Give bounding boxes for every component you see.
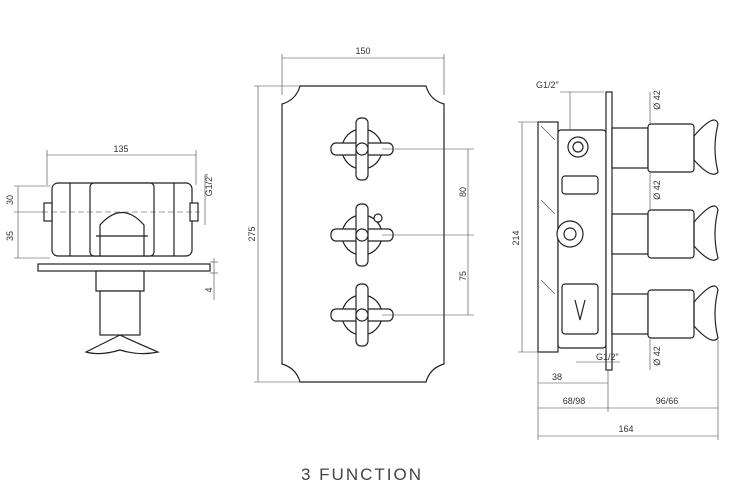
- front-spacing-lower: 75: [458, 271, 468, 281]
- front-spacing-upper: 80: [458, 187, 468, 197]
- handle-bottom: [330, 283, 394, 347]
- section-dim-left: 68/98: [563, 396, 586, 406]
- side-dim-35: 35: [5, 231, 15, 241]
- section-cartridge-bottom: [611, 285, 719, 341]
- side-width-dim: 135: [113, 144, 128, 154]
- front-width-dim: 150: [355, 46, 370, 56]
- dia-label-middle: Ø 42: [652, 180, 662, 200]
- handle-top: [330, 117, 394, 181]
- dia-label-bottom: Ø 42: [652, 346, 662, 366]
- front-height-dim: 275: [247, 226, 257, 241]
- section-thread-bottom: G1/2": [596, 352, 619, 362]
- section-plate: [605, 91, 613, 371]
- section-depth-dim: 38: [552, 372, 562, 382]
- section-height-dim: 214: [511, 230, 521, 245]
- drawing-title: 3 FUNCTION: [301, 465, 423, 484]
- side-thread-label: G1/2": [204, 174, 214, 197]
- side-dim-30: 30: [5, 195, 15, 205]
- dia-label-top: Ø 42: [652, 90, 662, 110]
- side-plate-dim: 4: [204, 287, 214, 292]
- section-thread-top: G1/2": [536, 80, 559, 90]
- wall-box: [537, 121, 559, 353]
- section-cartridge-top: [611, 119, 719, 175]
- cover-plate: [37, 263, 211, 272]
- side-view: 135 30 35 G1/2" 4: [5, 144, 218, 355]
- section-view: Ø 42 Ø 42 Ø 42 G1/2" G1/2" 214 38 68/98 …: [511, 80, 719, 440]
- section-dim-right: 96/66: [656, 396, 679, 406]
- section-total-dim: 164: [618, 424, 633, 434]
- front-view: 150 275: [247, 46, 474, 383]
- faceplate: [281, 85, 445, 383]
- section-cartridge-middle: [611, 205, 719, 261]
